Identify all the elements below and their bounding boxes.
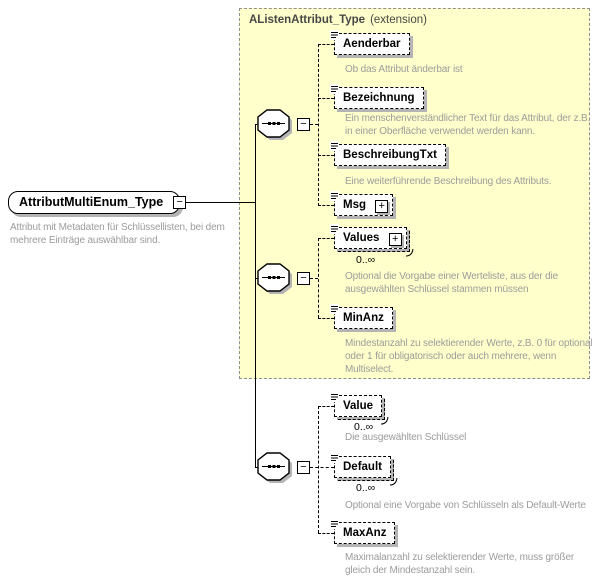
repeat-arrow-icon [380, 416, 389, 425]
occurs-label: 0..∞ [354, 421, 374, 433]
element-annotation: Optional die Vorgabe einer Werteliste, a… [345, 271, 559, 295]
element-name: MaxAnz [343, 527, 387, 539]
element-box-bezeichnung[interactable]: Bezeichnung [330, 84, 424, 109]
element-annotation: Mindestanzahl zu selektierender Werte, z… [345, 338, 593, 375]
element-icon [330, 392, 339, 402]
element-annotation: Ob das Attribut änderbar ist [345, 64, 463, 75]
collapse-minus-icon[interactable]: − [297, 272, 310, 285]
element-annotation: Maximalanzahl zu selektierender Werte, m… [345, 552, 575, 576]
element-icon [330, 141, 339, 151]
element-icon [330, 453, 339, 463]
repeat-arrow-icon [389, 477, 398, 486]
element-box-beschreibungtxt[interactable]: BeschreibungTxt [330, 141, 446, 166]
occurs-label: 0..∞ [356, 254, 376, 266]
connector-line [255, 124, 256, 468]
connector-dashed [318, 44, 319, 206]
element-name: Default [343, 461, 382, 473]
element-icon [330, 30, 339, 40]
connector-dashed [310, 124, 318, 125]
connector-dashed [318, 238, 334, 239]
element-icon [330, 191, 339, 201]
element-box-values[interactable]: Values + [330, 224, 414, 257]
element-annotation: Optional eine Vorgabe von Schlüsseln als… [345, 500, 586, 511]
occurs-label: 0..∞ [356, 482, 376, 494]
connector-dashed [318, 406, 319, 533]
element-annotation: Ein menschenverständlicher Text für das … [345, 113, 591, 137]
connector-dashed [318, 238, 319, 318]
extension-suffix: (extension) [370, 14, 427, 26]
connector-dashed [310, 467, 334, 468]
element-icon [330, 224, 339, 234]
element-icon [330, 304, 339, 314]
root-annotation: Attribut mit Metadaten für Schlüssellist… [10, 222, 225, 246]
element-name: Msg [343, 199, 366, 211]
element-name: Value [343, 400, 374, 412]
connector-line [163, 202, 256, 203]
repeat-arrow-icon [405, 248, 414, 257]
sequence-icon[interactable] [256, 263, 304, 297]
expand-plus-icon[interactable]: + [388, 233, 402, 246]
element-annotation: Die ausgewählten Schlüssel [345, 432, 467, 443]
element-box-value[interactable]: Value [330, 392, 389, 425]
element-box-maxanz[interactable]: MaxAnz [330, 519, 396, 544]
connector-dashed [318, 98, 334, 99]
element-name: Values [343, 232, 380, 244]
element-box-minanz[interactable]: MinAnz [330, 304, 393, 329]
element-name: Bezeichnung [343, 92, 415, 104]
connector-dashed [318, 44, 334, 45]
connector-dashed [318, 533, 334, 534]
element-icon [330, 519, 339, 529]
sequence-icon[interactable] [256, 109, 304, 143]
element-annotation: Eine weiterführende Beschreibung des Att… [345, 176, 552, 187]
extension-container [239, 8, 590, 379]
root-type-name: AttributMultiEnum_Type [19, 195, 164, 209]
element-icon [330, 84, 339, 94]
element-name: Aenderbar [343, 38, 401, 50]
connector-dashed [310, 278, 318, 279]
element-name: BeschreibungTxt [343, 149, 437, 161]
expand-plus-icon[interactable]: + [375, 200, 389, 213]
connector-dashed [318, 318, 334, 319]
extension-type-name: AListenAttribut_Type [249, 14, 366, 26]
element-box-msg[interactable]: Msg + [330, 191, 394, 216]
element-name: MinAnz [343, 312, 384, 324]
root-type-box[interactable]: AttributMultiEnum_Type − [8, 191, 187, 214]
connector-dashed [318, 205, 334, 206]
collapse-minus-icon[interactable]: − [297, 461, 310, 474]
extension-title: AListenAttribut_Type (extension) [249, 14, 427, 26]
element-box-default[interactable]: Default [330, 453, 398, 486]
element-box-aenderbar[interactable]: Aenderbar [330, 30, 410, 55]
collapse-minus-icon[interactable]: − [297, 118, 310, 131]
connector-dashed [318, 406, 334, 407]
collapse-minus-icon[interactable]: − [173, 196, 187, 209]
connector-dashed [318, 155, 334, 156]
sequence-icon[interactable] [256, 452, 304, 486]
